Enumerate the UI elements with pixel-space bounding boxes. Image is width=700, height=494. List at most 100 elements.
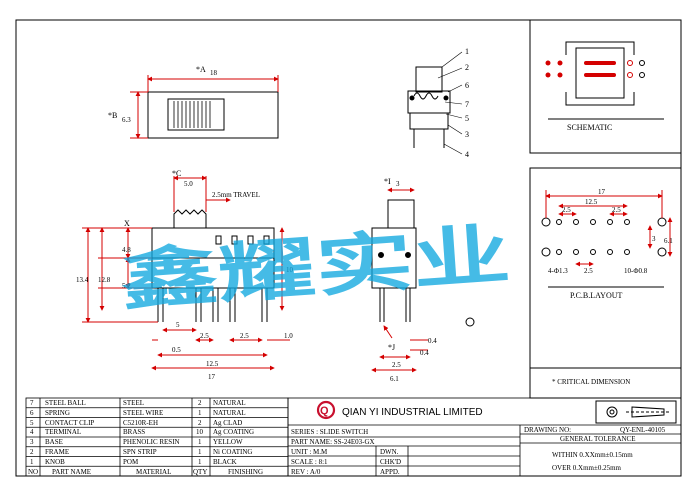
dim-1-0: 1.0 <box>284 332 293 340</box>
pcb-dim-17: 17 <box>598 188 606 196</box>
dim-b-value: 6.3 <box>122 116 131 124</box>
table-row: 6 SPRING STEEL WIRE 1 NATURAL <box>30 409 246 417</box>
bom-part: STEEL BALL <box>45 399 86 407</box>
bom-header-material: MATERIAL <box>136 468 171 476</box>
bom-qty: 1 <box>198 409 202 417</box>
callout-6: 6 <box>465 81 469 90</box>
drawing-no: QY-ENL-40105 <box>620 426 666 434</box>
dim-a-value: 18 <box>210 69 218 77</box>
bom-qty: 1 <box>198 448 202 456</box>
part-name: PART NAME: SS-24E03-GX <box>291 438 375 446</box>
callout-1: 1 <box>465 47 469 56</box>
tolerance-label: GENERAL TOLERANCE <box>560 435 636 443</box>
top-view: *A 18 *B 6.3 <box>108 65 279 139</box>
bom-part: CONTACT CLIP <box>45 419 94 427</box>
bom-header-part: PART NAME <box>52 468 91 476</box>
bom-material: STEEL WIRE <box>123 409 163 417</box>
dim-10: 10 <box>286 266 294 274</box>
pcb-dim-2-5b: 2.5 <box>612 206 621 214</box>
series: SERIES : SLIDE SWITCH <box>291 428 368 436</box>
dim-c-label: *C <box>172 169 181 178</box>
callout-7: 7 <box>465 100 469 109</box>
bom-header-no: NO <box>28 468 38 476</box>
table-row: 5 CONTACT CLIP C5210R-EH 2 Ag CLAD <box>30 419 242 427</box>
reference-circle <box>465 317 475 327</box>
table-header-row: NO PART NAME MATERIAL QTY FINISHING <box>28 468 263 476</box>
title-block-text: Q QIAN YI INDUSTRIAL LIMITED SERIES : SL… <box>291 400 677 476</box>
bom-finishing: Ag COATING <box>213 428 254 436</box>
bom-part: KNOB <box>45 458 65 466</box>
dim-5-2: 5.2 <box>122 282 131 290</box>
logo-letter: Q <box>320 405 329 417</box>
bom-no: 6 <box>30 409 34 417</box>
pcb-dim-2-5c: 2.5 <box>584 267 593 275</box>
table-row: 7 STEEL BALL STEEL 2 NATURAL <box>30 399 246 407</box>
pcb-dim-3: 3 <box>652 235 656 243</box>
bom-rows: 7 STEEL BALL STEEL 2 NATURAL 6 SPRING ST… <box>28 399 263 476</box>
pcb-hole-b: 10-Φ0.8 <box>624 267 648 275</box>
bom-part: TERMINAL <box>45 428 81 436</box>
bom-table <box>25 397 289 477</box>
dim-a-label: *A <box>196 65 206 74</box>
dim-5: 5 <box>176 321 180 329</box>
callout-4: 4 <box>465 150 469 159</box>
pcb-layout-panel: 17 12.5 2.5 2.5 3 6.1 4-Φ1.3 2.5 10-Φ0.8… <box>529 167 682 369</box>
dim-0-5: 0.5 <box>172 346 181 354</box>
bom-material: SPN STRIP <box>123 448 157 456</box>
bom-qty: 2 <box>198 399 202 407</box>
table-row: 3 BASE PHENOLIC RESIN 1 YELLOW <box>30 438 243 446</box>
dim-4-8: 4.8 <box>122 246 131 254</box>
tolerance-within: WITHIN 0.XXmm±0.15mm <box>552 451 633 459</box>
pcb-dim-2-5a: 2.5 <box>562 206 571 214</box>
dim-6-1: 6.1 <box>390 375 399 383</box>
unit: UNIT : M.M <box>291 448 328 456</box>
company-name: QIAN YI INDUSTRIAL LIMITED <box>342 407 483 418</box>
bom-part: SPRING <box>45 409 70 417</box>
dim-13-4: 13.4 <box>76 276 89 284</box>
checked-by: CHK'D <box>380 458 401 466</box>
x-label: X <box>124 219 130 228</box>
front-dimensions <box>82 175 290 371</box>
bom-header-finishing: FINISHING <box>228 468 263 476</box>
travel-label: 2.5mm TRAVEL <box>212 191 260 199</box>
bom-finishing: Ag CLAD <box>213 419 242 427</box>
pcb-dim-12-5: 12.5 <box>585 198 598 206</box>
pcb-label: P.C.B.LAYOUT <box>570 291 622 300</box>
pcb-dim-6-1: 6.1 <box>664 237 673 245</box>
tolerance-over: OVER 0.Xmm±0.25mm <box>552 464 622 472</box>
dim-2-5: 2.5 <box>392 361 401 369</box>
dim-c-value: 5.0 <box>184 180 193 188</box>
bom-no: 2 <box>30 448 34 456</box>
callout-5: 5 <box>465 114 469 123</box>
end-view <box>371 199 417 322</box>
bom-finishing: BLACK <box>213 458 237 466</box>
table-row: 2 FRAME SPN STRIP 1 Ni COATING <box>30 448 252 456</box>
bom-no: 5 <box>30 419 34 427</box>
title-block <box>287 397 682 477</box>
table-row: 1 KNOB POM 1 BLACK <box>30 458 237 466</box>
bom-material: C5210R-EH <box>123 419 158 427</box>
bom-no: 3 <box>30 438 34 446</box>
bom-qty: 1 <box>198 438 202 446</box>
callout-3: 3 <box>465 130 469 139</box>
drawing-symbol <box>595 400 677 424</box>
bom-part: BASE <box>45 438 63 446</box>
dim-i-value: 3 <box>396 180 400 188</box>
bom-material: POM <box>123 458 139 466</box>
dim-12-5: 12.5 <box>206 360 219 368</box>
bom-part: FRAME <box>45 448 69 456</box>
bom-qty: 10 <box>196 428 204 436</box>
front-view <box>151 209 275 322</box>
company-logo <box>316 400 336 420</box>
bom-qty: 1 <box>198 458 202 466</box>
bom-header-qty: QTY <box>193 468 207 476</box>
end-dim-labels: *I 3 *J 0.4 0.4 2.5 6.1 <box>384 177 437 383</box>
bom-finishing: NATURAL <box>213 409 246 417</box>
schematic-label: SCHEMATIC <box>567 123 612 132</box>
dim-17: 17 <box>208 373 216 381</box>
critical-note-panel: * CRITICAL DIMENSION <box>529 367 682 399</box>
bom-no: 4 <box>30 428 34 436</box>
end-dimensions <box>371 187 428 373</box>
pcb-hole-a: 4-Φ1.3 <box>548 267 568 275</box>
